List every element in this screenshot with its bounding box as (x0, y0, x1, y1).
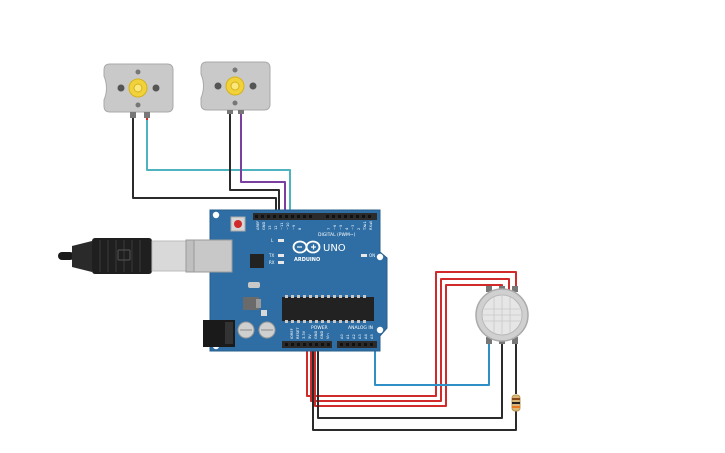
svg-text:~3: ~3 (351, 225, 355, 230)
analog-label: ANALOG IN (348, 325, 373, 331)
digital-pin-holes (255, 215, 371, 218)
dc-motor-2[interactable] (200, 61, 271, 114)
svg-text:4: 4 (345, 227, 349, 230)
svg-text:5V: 5V (308, 334, 312, 339)
power-label: POWER (311, 325, 328, 331)
led-on-label: ON (369, 253, 375, 258)
wires (132, 112, 517, 431)
usb-icon (117, 249, 131, 261)
svg-text:3.3V: 3.3V (302, 330, 306, 339)
status-leds: L TX RX ON (268, 238, 375, 265)
svg-text:RESET: RESET (296, 327, 300, 339)
wire-sensor-signal[interactable] (374, 342, 490, 386)
svg-text:RX◂0: RX◂0 (369, 220, 373, 230)
svg-text:~10: ~10 (286, 222, 290, 230)
wire-sensor-vcc-1[interactable] (306, 271, 517, 397)
atmega-chip (282, 295, 374, 323)
svg-text:IOREF: IOREF (290, 328, 294, 339)
crystal (248, 282, 260, 288)
svg-text:7: 7 (327, 228, 331, 230)
wire-motor1-gnd[interactable] (132, 118, 277, 214)
wire-sensor-vcc-2[interactable] (310, 278, 510, 402)
svg-text:Vin: Vin (326, 333, 330, 339)
led-l-label: L (271, 238, 274, 243)
svg-text:A2: A2 (352, 334, 356, 339)
analog-pin-labels: A0 A1 A2 A3 A4 A5 (340, 334, 374, 339)
digital-pin-labels: AREF GND 13 12 ~11 ~10 ~9 8 7 ~6 ~5 4 ~3… (256, 220, 373, 231)
wire-motor2-pin[interactable] (240, 112, 286, 214)
arduino-infinity-icon (292, 240, 321, 254)
svg-text:A3: A3 (358, 334, 362, 339)
power-header (282, 341, 332, 348)
svg-text:A0: A0 (340, 334, 344, 339)
svg-text:2: 2 (357, 228, 361, 230)
arduino-uno-board[interactable]: AREF GND 13 12 ~11 ~10 ~9 8 7 ~6 ~5 4 ~3… (193, 209, 388, 352)
svg-text:~6: ~6 (333, 224, 337, 230)
svg-text:~11: ~11 (280, 222, 284, 230)
wire-sensor-gnd-1[interactable] (317, 342, 503, 419)
motor-gear-icon (128, 78, 148, 98)
led-rx-label: RX (269, 260, 275, 265)
digital-header (253, 213, 377, 220)
svg-text:12: 12 (274, 225, 278, 230)
reset-button[interactable] (230, 216, 246, 232)
pin-gnd-label: GND (262, 222, 266, 230)
wire-resistor-gnd[interactable] (312, 346, 517, 431)
digital-label: DIGITAL (PWM~) (318, 232, 356, 238)
svg-text:~5: ~5 (339, 225, 343, 230)
svg-text:A1: A1 (346, 334, 350, 339)
capacitors (237, 321, 276, 339)
svg-text:8: 8 (298, 227, 302, 230)
power-pin-labels: IOREF RESET 3.3V 5V GND GND Vin (290, 327, 330, 339)
gas-sensor[interactable] (475, 286, 529, 344)
led-tx-label: TX (268, 253, 274, 258)
analog-header (337, 341, 377, 348)
svg-text:GND: GND (314, 331, 318, 339)
pin-aref-label: AREF (256, 221, 260, 230)
wire-sensor-vcc-3[interactable] (314, 284, 503, 407)
usb-chip (250, 254, 264, 268)
svg-text:A5: A5 (370, 334, 374, 339)
usb-port (193, 239, 233, 273)
board-logo-text: ARDUINO (294, 257, 320, 263)
sensor-mesh-icon (483, 296, 521, 334)
resistor[interactable] (511, 394, 521, 412)
board-model: UNO (323, 243, 346, 254)
svg-text:GND: GND (320, 331, 324, 339)
svg-text:A4: A4 (364, 334, 368, 339)
wire-motor1-pin[interactable] (146, 118, 291, 214)
svg-text:13: 13 (268, 225, 272, 230)
svg-text:~9: ~9 (292, 224, 296, 230)
regulator (243, 297, 259, 310)
dc-motor-1[interactable] (103, 63, 174, 120)
motor-gear-icon (225, 76, 245, 96)
wire-motor2-gnd[interactable] (229, 112, 280, 214)
svg-text:TX▸1: TX▸1 (363, 221, 367, 231)
